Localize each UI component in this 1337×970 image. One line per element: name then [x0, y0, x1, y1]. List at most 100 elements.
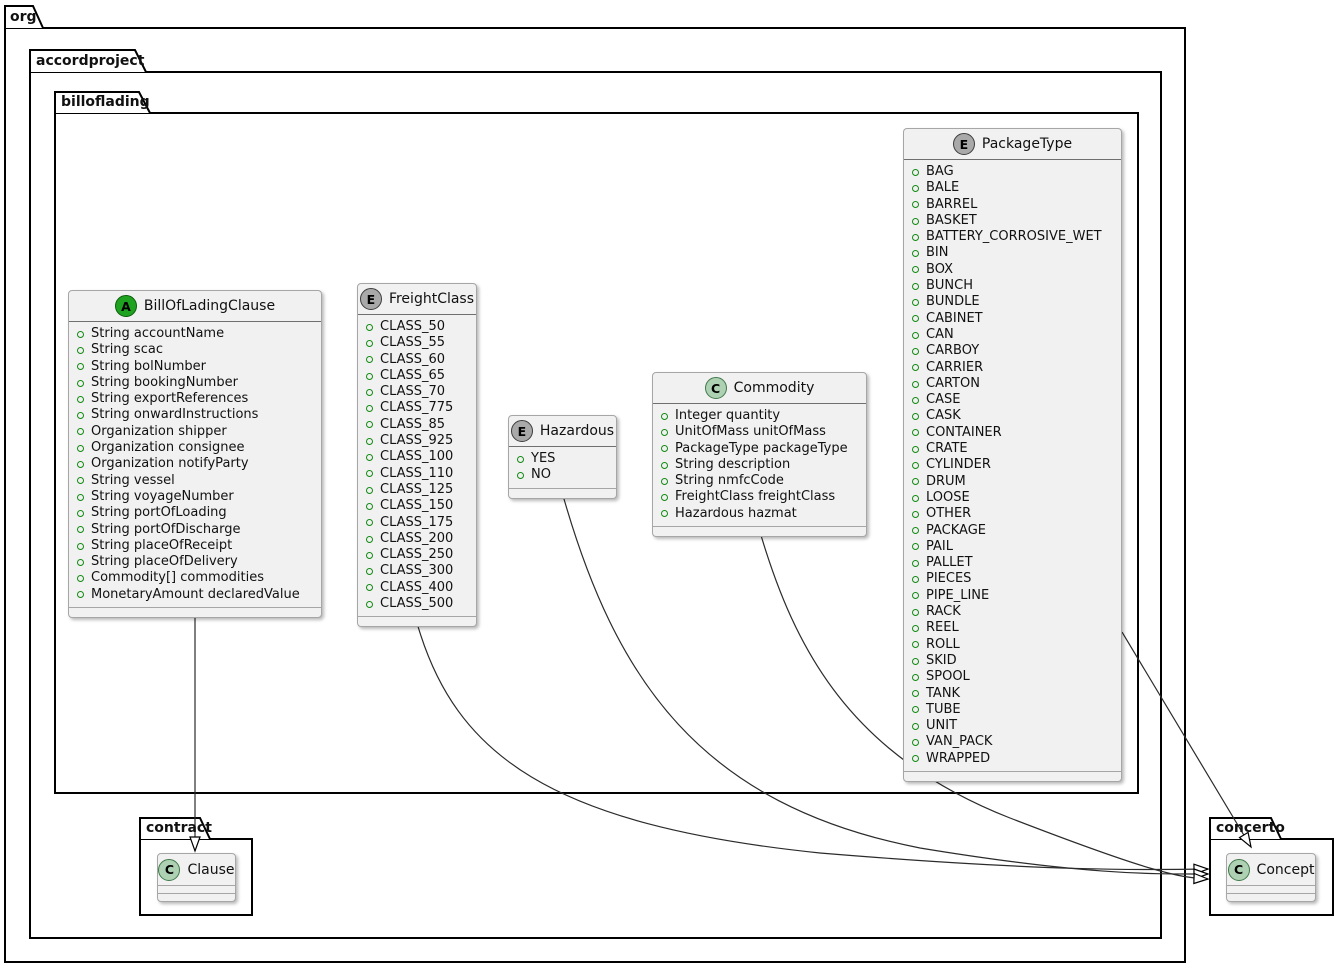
class-name: PackageType — [981, 136, 1073, 152]
member-text: PAIL — [926, 538, 953, 554]
member-row: CLASS_775 — [366, 400, 472, 416]
member-row: String description — [661, 457, 862, 473]
member-text: String portOfLoading — [91, 505, 227, 521]
member-text: PACKAGE — [926, 522, 986, 538]
relation-commodity-extends-concept — [759, 531, 1210, 885]
field-visibility-icon — [366, 486, 373, 494]
field-visibility-icon — [77, 346, 84, 354]
field-visibility-icon — [661, 494, 668, 502]
member-text: String voyageNumber — [91, 488, 234, 504]
member-text: CASK — [926, 408, 961, 424]
member-text: UNIT — [926, 718, 958, 734]
member-row: PackageType packageType — [661, 441, 862, 457]
member-row: CLASS_300 — [366, 563, 472, 579]
member-row: BOX — [912, 262, 1117, 278]
member-row: CLASS_55 — [366, 335, 472, 351]
member-text: FreightClass freightClass — [675, 489, 836, 505]
methods-compartment — [1227, 893, 1315, 901]
field-visibility-icon — [912, 266, 919, 274]
class-clause-header: C Clause — [158, 854, 235, 885]
member-row: Integer quantity — [661, 408, 862, 424]
class-icon: C — [158, 858, 181, 881]
member-text: String scac — [91, 342, 163, 358]
fields-compartment — [158, 885, 235, 893]
member-row: SPOOL — [912, 669, 1117, 685]
member-row: String exportReferences — [77, 391, 317, 407]
field-visibility-icon — [661, 477, 668, 485]
field-visibility-icon — [366, 437, 373, 445]
member-text: REEL — [926, 620, 959, 636]
package-concerto-tab — [1209, 817, 1282, 840]
field-visibility-icon — [912, 478, 919, 486]
member-row: ROLL — [912, 637, 1117, 653]
field-visibility-icon — [77, 575, 84, 583]
member-text: CLASS_100 — [380, 449, 454, 465]
member-row: CLASS_175 — [366, 515, 472, 531]
field-visibility-icon — [912, 510, 919, 518]
member-text: SPOOL — [926, 669, 970, 685]
member-row: BALE — [912, 180, 1117, 196]
member-text: PIECES — [926, 571, 972, 587]
member-row: BASKET — [912, 213, 1117, 229]
field-visibility-icon — [912, 429, 919, 437]
class-concept-header: C Concept — [1227, 854, 1315, 885]
member-text: CLASS_775 — [380, 400, 454, 416]
field-visibility-icon — [77, 558, 84, 566]
member-text: PIPE_LINE — [926, 587, 990, 603]
member-row: CLASS_110 — [366, 466, 472, 482]
field-visibility-icon — [912, 233, 919, 241]
member-text: OTHER — [926, 506, 972, 522]
member-row: CYLINDER — [912, 457, 1117, 473]
methods-compartment — [904, 770, 1121, 781]
member-text: BATTERY_CORROSIVE_WET — [926, 229, 1102, 245]
package-contract-label: contract — [146, 820, 212, 836]
field-visibility-icon — [366, 584, 373, 592]
member-text: CASE — [926, 392, 961, 408]
member-row: String accountName — [77, 326, 317, 342]
member-text: CLASS_70 — [380, 384, 446, 400]
member-row: CARTON — [912, 376, 1117, 392]
field-visibility-icon — [77, 542, 84, 550]
member-row: CLASS_125 — [366, 482, 472, 498]
member-row: String onwardInstructions — [77, 407, 317, 423]
package-billoflading-tab — [54, 91, 151, 114]
class-name: Hazardous — [539, 423, 615, 439]
member-text: CARBOY — [926, 343, 980, 359]
member-row: LOOSE — [912, 490, 1117, 506]
member-row: REEL — [912, 620, 1117, 636]
member-text: DRUM — [926, 473, 966, 489]
class-clause[interactable]: C Clause — [157, 853, 236, 902]
field-visibility-icon — [661, 461, 668, 469]
field-visibility-icon — [77, 395, 84, 403]
field-visibility-icon — [912, 201, 919, 209]
member-text: Organization notifyParty — [91, 456, 249, 472]
member-row: CLASS_70 — [366, 384, 472, 400]
member-text: CABINET — [926, 310, 983, 326]
class-name: BillOfLadingClause — [143, 298, 276, 314]
member-row: String portOfDischarge — [77, 522, 317, 538]
field-visibility-icon — [912, 739, 919, 747]
field-visibility-icon — [77, 461, 84, 469]
member-row: TUBE — [912, 702, 1117, 718]
member-text: CYLINDER — [926, 457, 991, 473]
member-row: BUNDLE — [912, 294, 1117, 310]
class-concept[interactable]: C Concept — [1226, 853, 1316, 902]
field-visibility-icon — [912, 380, 919, 388]
member-row: Hazardous hazmat — [661, 506, 862, 522]
field-visibility-icon — [366, 339, 373, 347]
member-row: CONTAINER — [912, 425, 1117, 441]
field-visibility-icon — [366, 470, 373, 478]
member-text: String nmfcCode — [675, 473, 784, 489]
field-visibility-icon — [912, 543, 919, 551]
member-text: Hazardous hazmat — [675, 505, 797, 521]
member-row: CASE — [912, 392, 1117, 408]
field-visibility-icon — [77, 330, 84, 338]
member-row: OTHER — [912, 506, 1117, 522]
